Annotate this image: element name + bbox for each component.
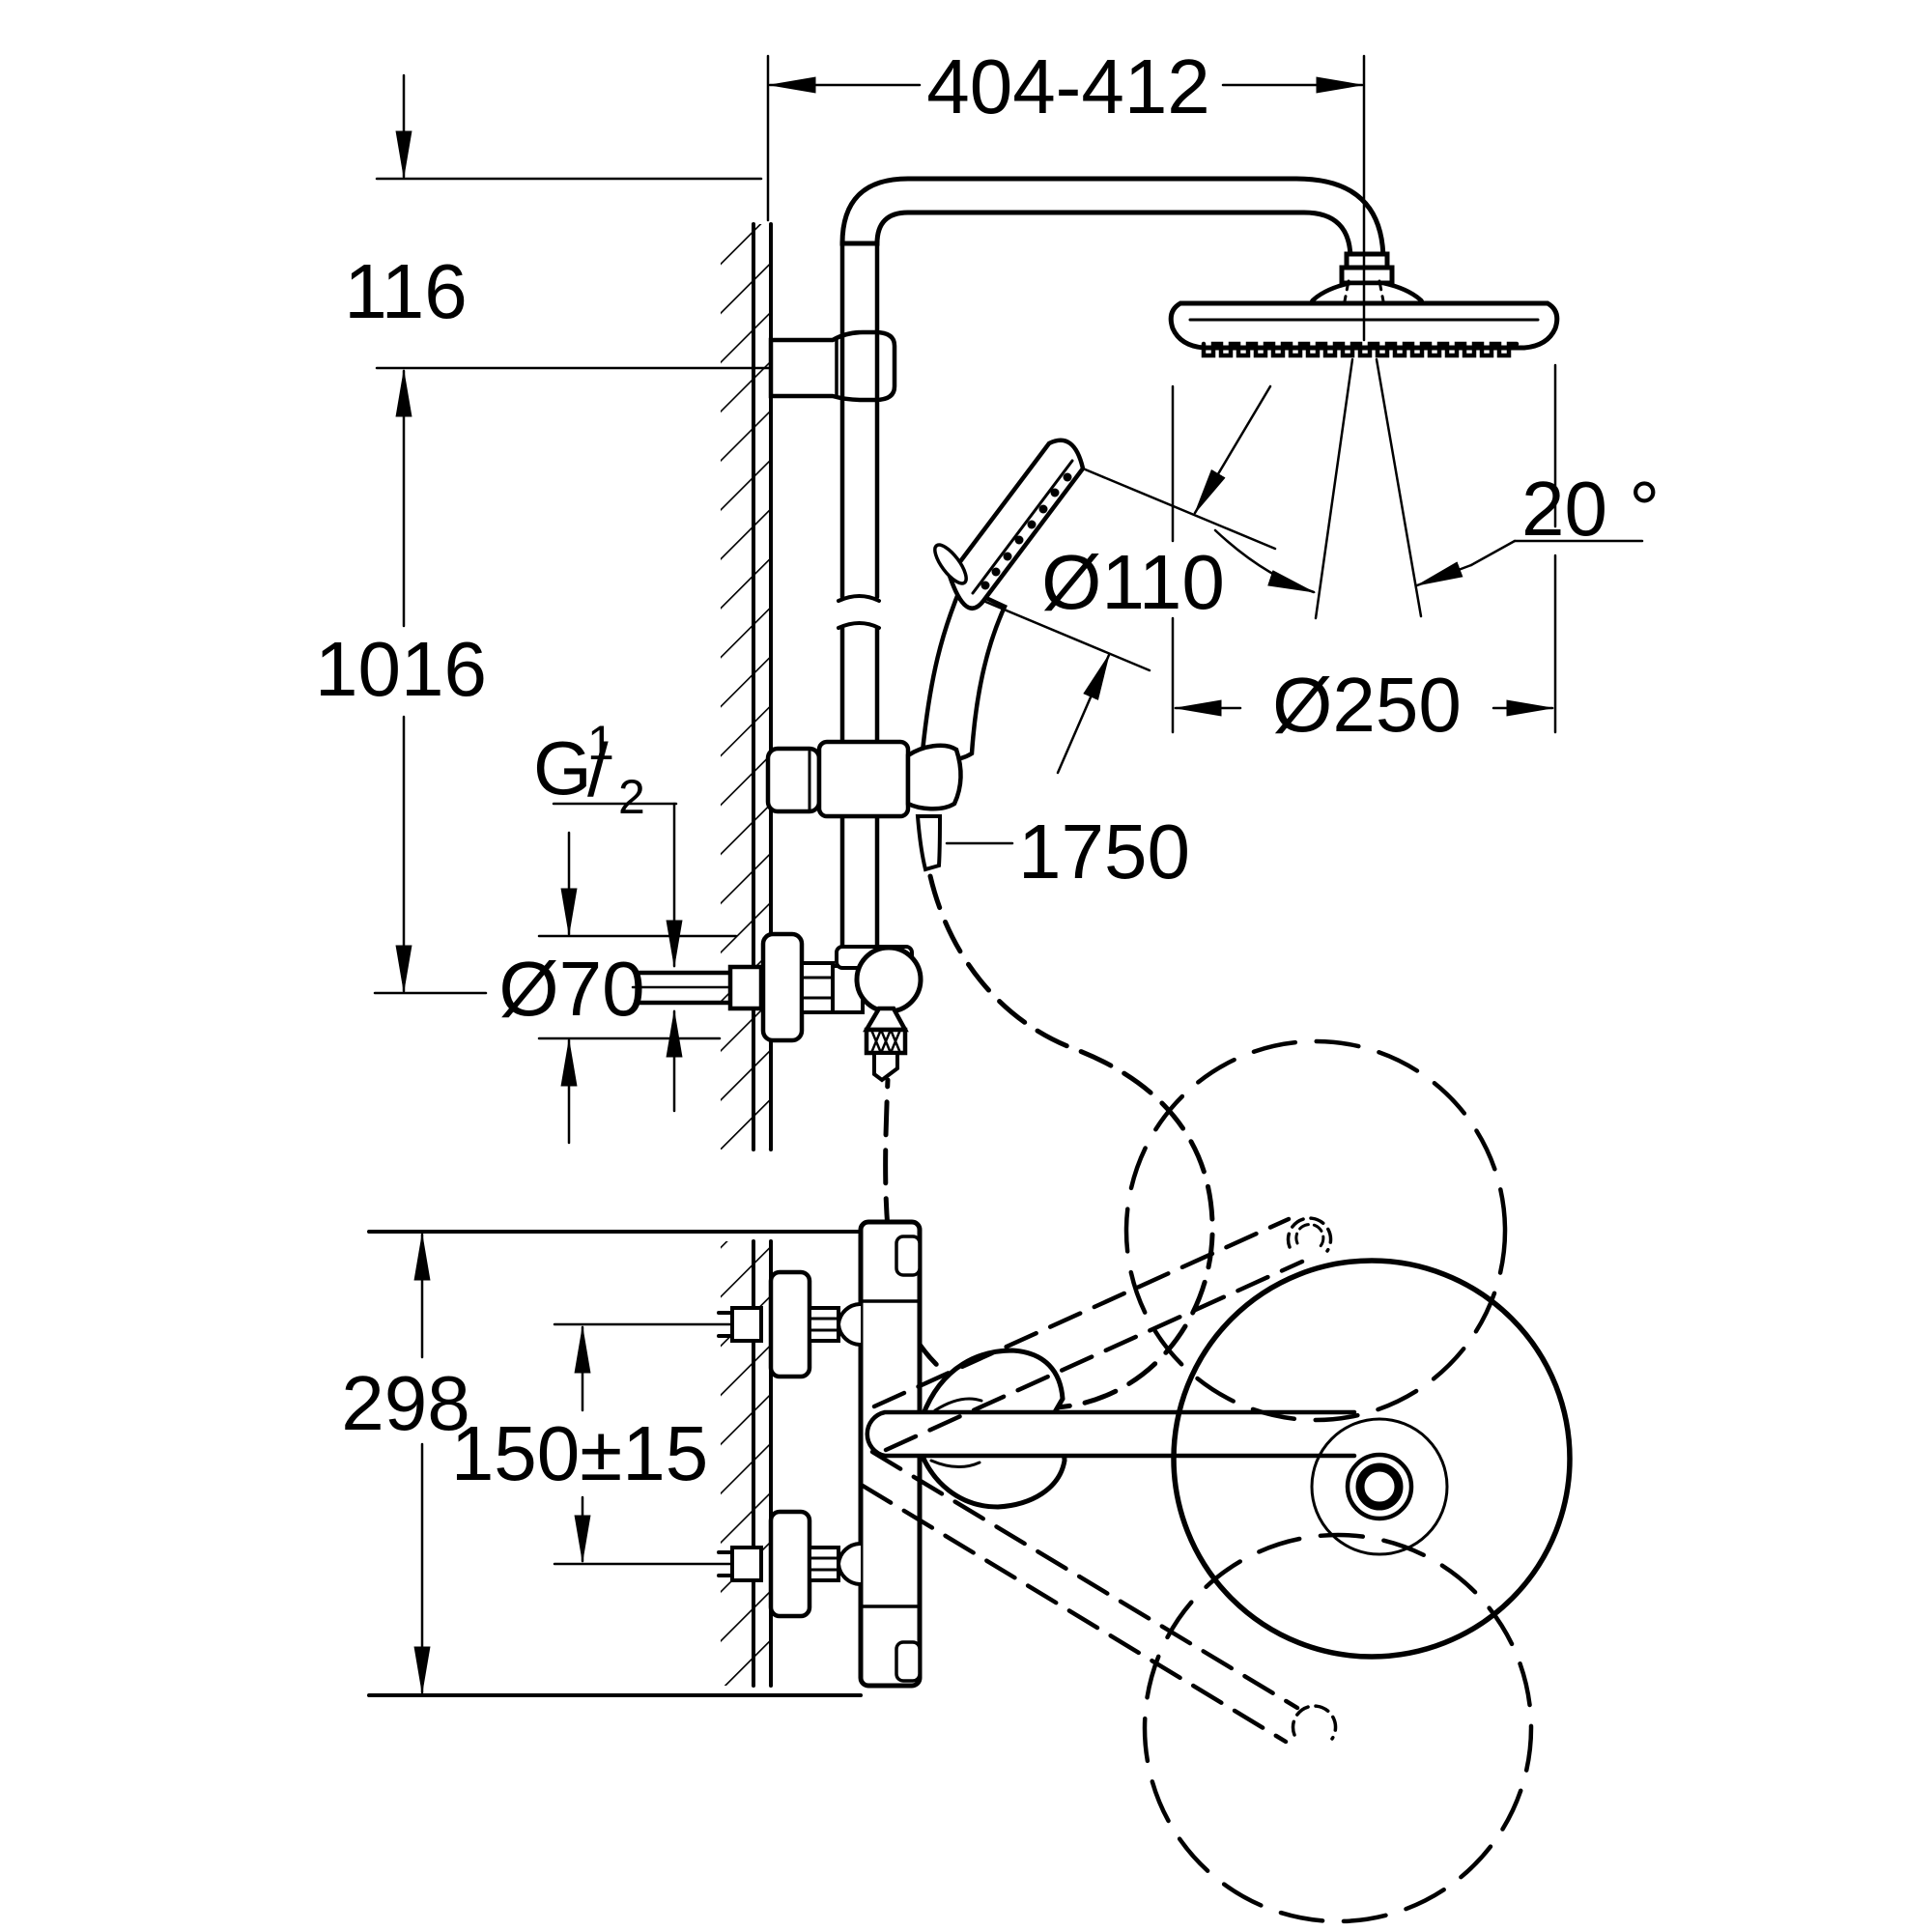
thread-prefix: G [533,725,592,810]
label-hand-shower-dia: Ø110 [1041,539,1225,625]
valve-elevation [631,931,923,1083]
dim-hand-shower [981,384,1277,775]
elevation-view [631,176,1560,1410]
label-inlet-spacing: 150±15 [451,1410,708,1496]
rail-wall-mount [768,329,897,403]
spray-cone-right [1375,357,1423,618]
dim-escutcheon [537,831,738,1145]
label-thread: G 1 / 2 [533,716,645,824]
head-hub-inner [1355,1462,1404,1511]
inlet-union-top [717,1269,863,1379]
head-hub-ring [1310,1417,1449,1556]
head-disc-plan [1171,1258,1573,1660]
annotations: 404-412 116 1016 Ø70 Ø110 Ø250 20 ° 1750… [315,43,1660,1695]
union-nut [800,961,835,1014]
holder-body [816,739,911,819]
thread-slash: / [587,727,609,812]
label-escutcheon-dia: Ø70 [498,946,644,1032]
handle-cap-bottom [895,1640,922,1683]
handle-cap-top [895,1235,922,1277]
dim-head-shower [1171,363,1557,734]
head-shower-nozzles [1201,341,1520,358]
dim-rail-height [373,368,488,995]
ghost-circle-down [1142,1532,1534,1924]
swivel-ghosts [860,1038,1534,1924]
hose-stub [915,814,943,872]
hand-shower-button [933,543,968,585]
dim-swivel-angle [1213,528,1644,594]
escutcheon-elevation [760,931,805,1043]
label-arm-drop: 116 [344,248,468,334]
inlet-fitting [727,964,764,1011]
hand-shower-handle [920,582,1008,762]
head-shower-dome [1310,280,1424,306]
label-plan-depth: 298 [341,1360,469,1446]
dim-inlet-spacing [553,1322,732,1566]
label-head-shower-dia: Ø250 [1272,662,1462,748]
spray-cone-left [1314,357,1354,620]
hand-shower-nozzles [980,472,1072,590]
valve-ball-joint [854,945,923,1014]
label-swivel-angle: 20 ° [1521,466,1660,552]
dim-arm-drop [375,73,772,370]
dim-top-width [766,54,1366,342]
inlet-union-bottom [717,1509,863,1619]
label-top-width: 404-412 [926,43,1210,129]
hand-shower-holder [765,739,963,872]
hose-end [872,1051,899,1083]
plan-view [367,1038,1573,1924]
holder-release-knob [765,746,822,814]
dim-thread [552,802,683,1113]
label-rail-height: 1016 [315,626,487,712]
thread-numerator: 1 [587,716,614,770]
thread-denominator: 2 [618,770,645,824]
label-hose-length: 1750 [1018,809,1190,895]
shower-arm-pipe [839,176,1386,262]
ghost-circle-up [1123,1038,1508,1423]
holder-cone [905,743,963,811]
